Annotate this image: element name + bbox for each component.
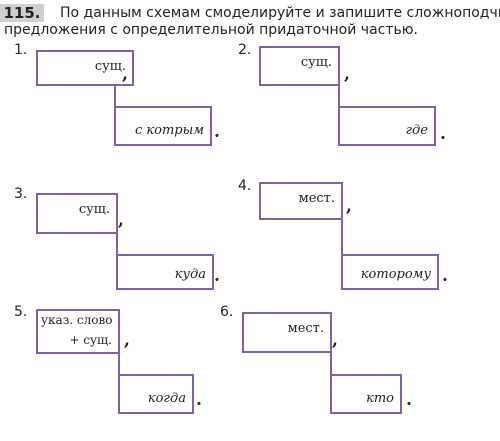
scheme-3-number: 3.: [14, 186, 28, 202]
scheme-5-connector: [118, 354, 120, 376]
scheme-4-main-label: мест.: [298, 191, 335, 206]
scheme-6-number: 6.: [220, 304, 234, 320]
scheme-1-connector: [114, 86, 116, 108]
scheme-6-main-box: мест.: [242, 312, 332, 353]
task-text-line1: По данным схемам смоделируйте и запишите…: [60, 5, 500, 21]
scheme-1-sub-label: с котрым: [134, 123, 204, 138]
scheme-2-period: .: [440, 124, 446, 144]
scheme-5-main-label-line2: + сущ.: [69, 333, 112, 347]
scheme-4-comma: ,: [346, 196, 352, 216]
scheme-2-sub-label: где: [405, 123, 428, 138]
scheme-3-period: .: [214, 266, 220, 286]
scheme-3-sub-label: куда: [174, 267, 206, 282]
scheme-3-main-box: сущ.: [36, 193, 118, 234]
scheme-2-main-box: сущ.: [259, 46, 340, 86]
scheme-2-sub-box: где: [338, 106, 436, 146]
scheme-1-main-box: сущ.: [36, 50, 134, 86]
scheme-3-comma: ,: [118, 210, 124, 230]
scheme-4-period: .: [442, 266, 448, 286]
scheme-3-connector: [116, 232, 118, 256]
scheme-2-connector: [338, 86, 340, 108]
scheme-3-main-label: сущ.: [78, 202, 110, 217]
scheme-6-connector: [330, 353, 332, 376]
scheme-6-sub-box: кто: [330, 374, 402, 414]
scheme-6-comma: ,: [332, 330, 338, 350]
scheme-6-main-label: мест.: [287, 321, 324, 336]
scheme-5-period: .: [196, 390, 202, 410]
scheme-4-sub-box: которому: [341, 254, 439, 290]
scheme-1-number: 1.: [14, 42, 28, 58]
scheme-1-period: .: [214, 122, 220, 142]
scheme-1-comma: ,: [122, 64, 128, 84]
scheme-4-connector: [341, 220, 343, 256]
task-number: 115.: [0, 4, 44, 22]
scheme-5-sub-label: когда: [147, 391, 186, 406]
scheme-5-main-label-line1: указ. слово: [41, 313, 113, 327]
scheme-2-number: 2.: [238, 42, 252, 58]
scheme-6-sub-label: кто: [366, 391, 394, 406]
scheme-5-comma: ,: [124, 330, 130, 350]
scheme-4-number: 4.: [238, 178, 252, 194]
scheme-3-sub-box: куда: [116, 254, 214, 290]
scheme-1-sub-box: с котрым: [114, 106, 212, 146]
scheme-1-main-label: сущ.: [94, 59, 126, 74]
scheme-5-main-box: указ. слово + сущ.: [36, 309, 120, 354]
scheme-2-comma: ,: [344, 64, 350, 84]
scheme-4-main-box: мест.: [259, 182, 343, 220]
scheme-5-sub-box: когда: [118, 374, 194, 414]
task-text-line2: предложения с определительной придаточно…: [4, 22, 418, 38]
scheme-5-number: 5.: [14, 304, 28, 320]
scheme-6-period: .: [406, 390, 412, 410]
scheme-2-main-label: сущ.: [300, 55, 332, 70]
scheme-4-sub-label: которому: [360, 267, 431, 282]
